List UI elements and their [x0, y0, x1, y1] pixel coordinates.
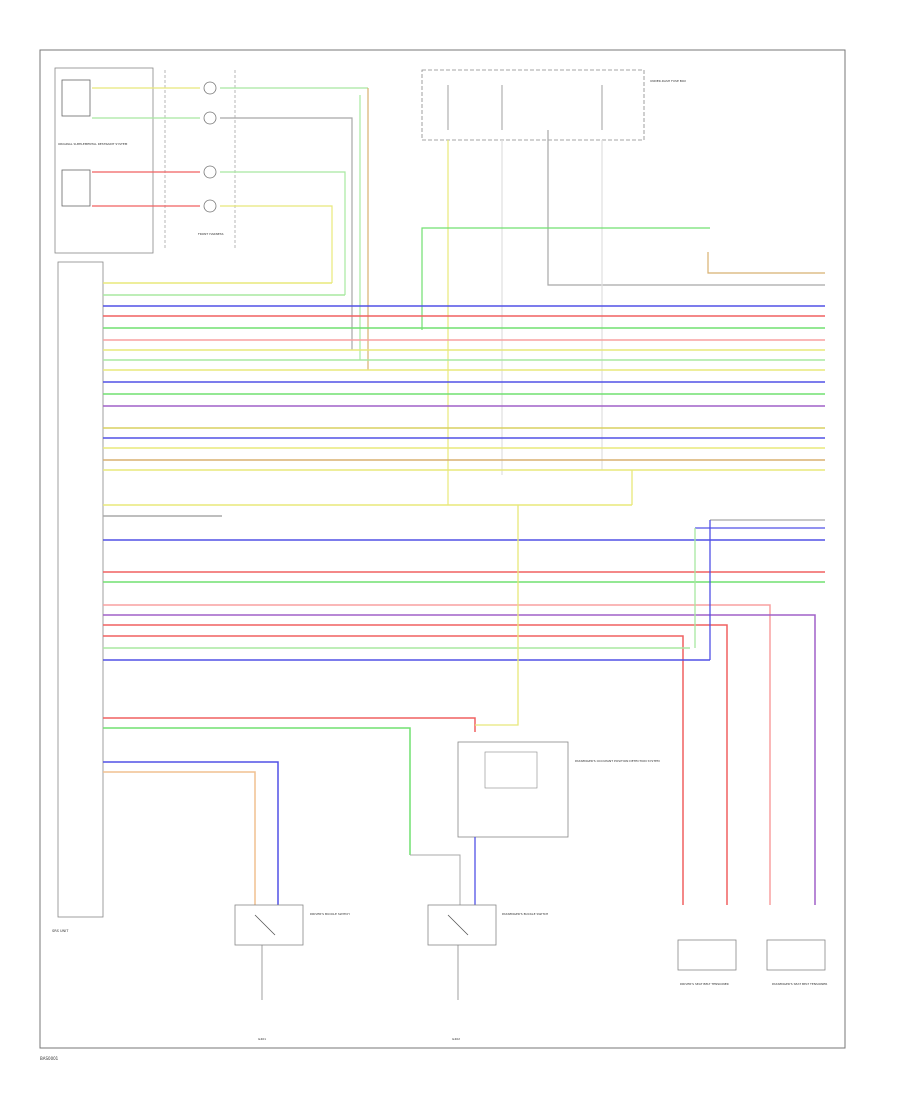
connector-pin-2: [203, 111, 217, 125]
passengers-pretensioner-box: [766, 939, 826, 971]
ground-label-2: G402: [452, 1037, 460, 1041]
ground-label-1: G401: [258, 1037, 266, 1041]
srs-unit-label: SRS UNIT: [52, 929, 69, 933]
diagram-frame: [39, 49, 846, 1049]
drivers-switch-label: DRIVER'S BUCKLE SWITCH: [310, 912, 350, 916]
fuse-box-outline: [421, 69, 645, 141]
passengers-buckle-switch: PASSENGER'S BUCKLE SWITCH G402: [427, 904, 548, 1041]
airbag-module-label: ORIGINAL SUPPLEMENTAL RESTRAINT SYSTEM: [58, 142, 128, 146]
clockspring: FRONT HARNESS: [164, 70, 236, 250]
airbag-inflator-2: [61, 169, 91, 207]
passengers-switch-box: [427, 904, 497, 946]
passengers-switch-label: PASSENGER'S BUCKLE SWITCH: [502, 912, 548, 916]
airbag-module-box: [54, 67, 154, 254]
drivers-switch-box: [234, 904, 304, 946]
passengers-pretensioner-label: PASSENGER'S SEAT BELT TENSIONER: [772, 982, 827, 986]
harness-wires: [103, 282, 825, 905]
right-verticals: [475, 470, 825, 726]
fuse-wires: [421, 130, 825, 505]
airbag-inflator-1: [61, 79, 91, 117]
passenger-sensor: PASSENGER'S OCCUPANT POSITION DETECTION …: [410, 741, 660, 905]
srs-unit: SRS UNIT: [52, 261, 104, 933]
drivers-pretensioner-box: [677, 939, 737, 971]
drivers-pretensioner-label: DRIVER'S SEAT BELT TENSIONER: [680, 982, 729, 986]
drivers-buckle-switch: DRIVER'S BUCKLE SWITCH G401: [234, 904, 350, 1041]
connector-pin-3: [203, 165, 217, 179]
footer-code: BAS0001: [40, 1056, 59, 1061]
passengers-pretensioner: PASSENGER'S SEAT BELT TENSIONER: [766, 939, 827, 986]
connector-label: FRONT HARNESS: [198, 232, 224, 236]
drivers-pretensioner: DRIVER'S SEAT BELT TENSIONER: [677, 939, 737, 986]
airbag-module-group: ORIGINAL SUPPLEMENTAL RESTRAINT SYSTEM: [54, 67, 154, 254]
passenger-sensor-inner: [484, 751, 538, 789]
fuse-box-label: UNDER-DASH FUSE BOX: [650, 79, 686, 83]
passenger-sensor-box: [457, 741, 569, 838]
passenger-sensor-label: PASSENGER'S OCCUPANT POSITION DETECTION …: [575, 759, 660, 763]
fuse-box: UNDER-DASH FUSE BOX: [421, 69, 686, 141]
srs-unit-box: [57, 261, 104, 918]
connector-pin-1: [203, 81, 217, 95]
connector-pin-4: [203, 199, 217, 213]
